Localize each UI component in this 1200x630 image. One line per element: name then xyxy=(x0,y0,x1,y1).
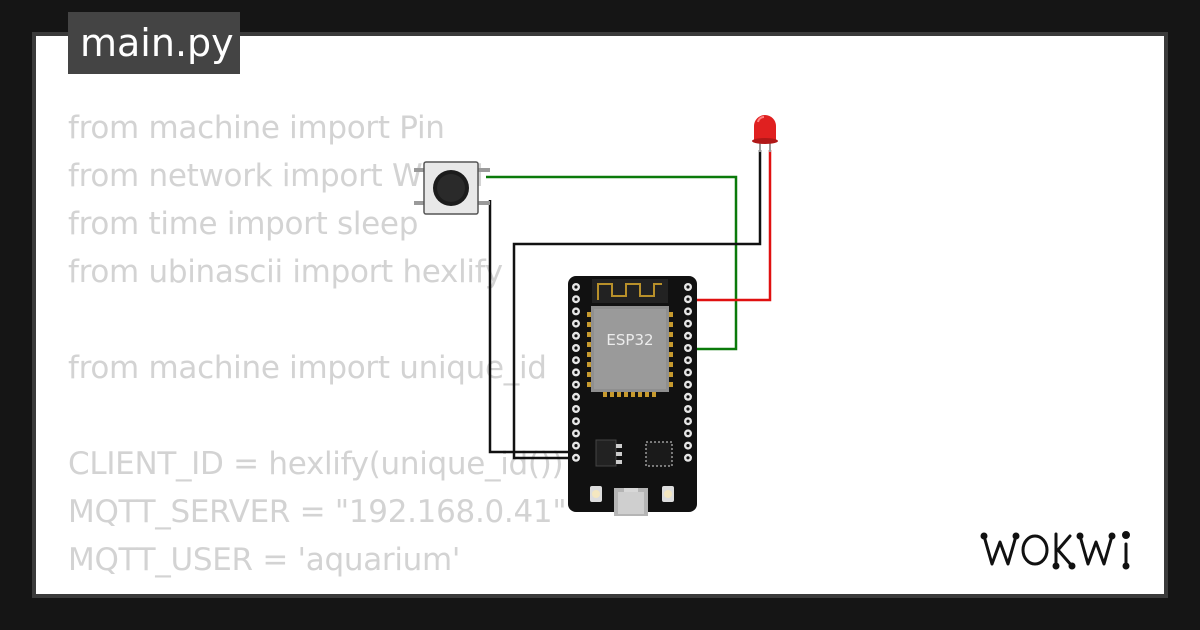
esp32-board[interactable]: ESP32 xyxy=(568,276,697,516)
code-line: from machine import Pin xyxy=(68,110,445,146)
wire-black-led xyxy=(512,150,762,460)
code-preview: from machine import Pin from network impo… xyxy=(68,104,567,594)
code-line: from time import sleep xyxy=(68,206,419,242)
wokwi-wordmark xyxy=(980,531,1130,570)
code-line: MQTT_PSWD = 'aquarium' xyxy=(68,584,566,594)
wokwi-logo xyxy=(980,528,1150,578)
file-tab[interactable]: main.py xyxy=(68,12,240,74)
code-line: from ubinascii import hexlify xyxy=(68,254,503,290)
file-tab-label: main.py xyxy=(80,21,234,65)
wire-red xyxy=(690,150,772,302)
code-line: from machine import unique_id xyxy=(68,350,547,386)
wire-green xyxy=(486,175,738,351)
led-red[interactable] xyxy=(752,115,778,152)
code-line: from network import WLAN xyxy=(68,158,484,194)
wire-black-button xyxy=(488,200,578,460)
code-line: MQTT_USER = 'aquarium' xyxy=(68,542,461,578)
code-line: MQTT_SERVER = "192.168.0.41" xyxy=(68,494,567,530)
push-button[interactable] xyxy=(414,161,490,215)
board-label: ESP32 xyxy=(606,331,653,349)
